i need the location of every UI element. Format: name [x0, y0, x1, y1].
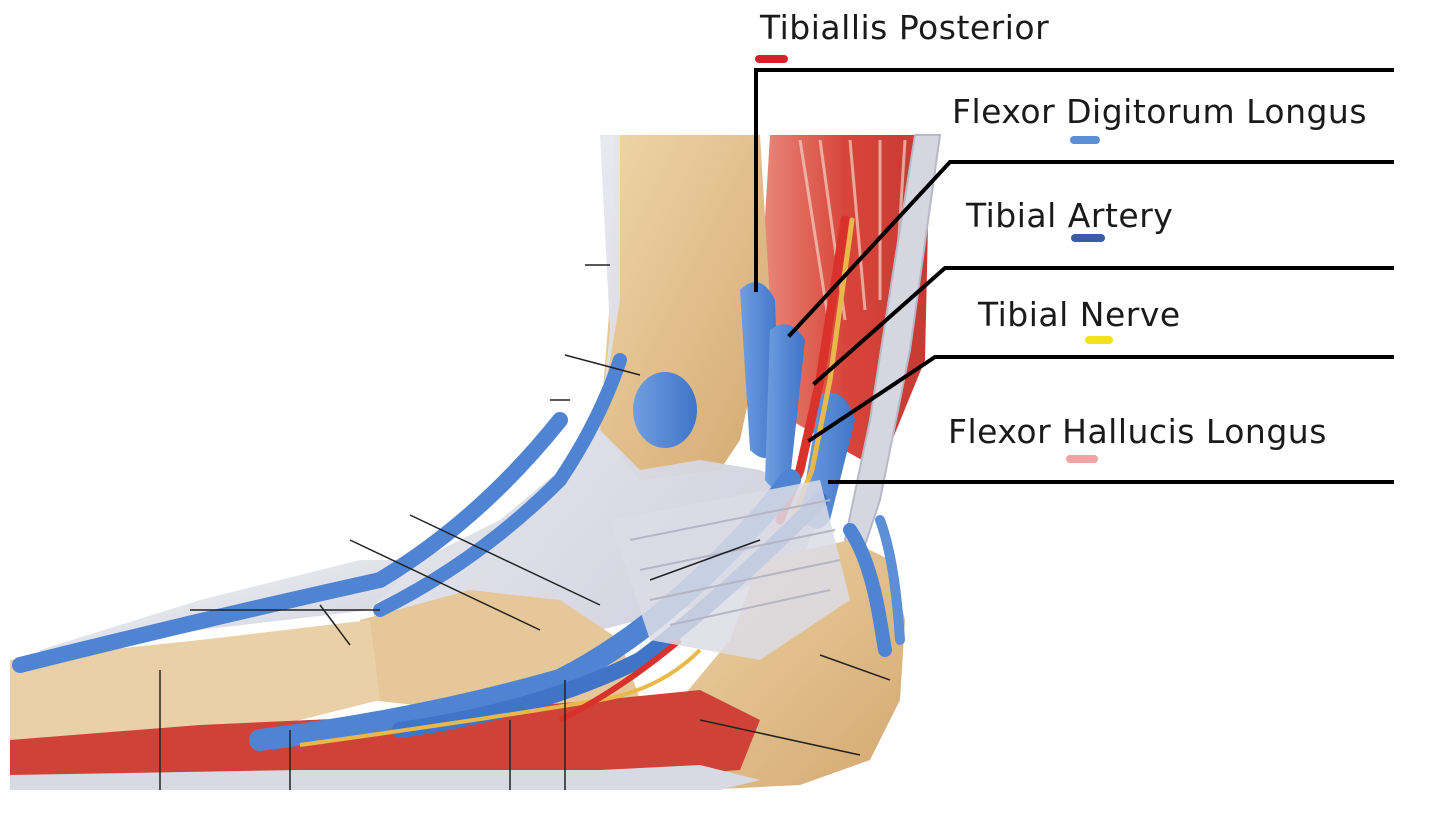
leader-tibial-nerve: [807, 355, 1394, 443]
swatch-flexor-digitorum-longus: [1070, 136, 1100, 144]
label-tibial-nerve: Tibial Nerve: [978, 295, 1181, 334]
flexor-digitorum-sheath: [765, 324, 805, 490]
leader-tibialis-posterior: [754, 68, 1394, 292]
flexor-retinaculum: [610, 480, 850, 660]
label-leader-lines: [754, 68, 1394, 484]
label-flexor-digitorum-longus: Flexor Digitorum Longus: [952, 92, 1368, 131]
posterior-heel-tendon: [843, 523, 892, 657]
leader-flexor-digitorum-longus: [787, 160, 1394, 338]
posterior-heel-tendon-2: [875, 515, 905, 645]
muscle-fiber-lines: [798, 139, 907, 331]
tibialis-anterior-sheath: [633, 372, 697, 448]
label-flexor-hallucis-longus: Flexor Hallucis Longus: [948, 412, 1327, 451]
label-tibialis-posterior: Tibiallis Posterior: [760, 8, 1050, 47]
leader-tibial-artery: [812, 266, 1394, 386]
swatch-flexor-hallucis-longus: [1066, 455, 1098, 463]
medial-tendon-upper: [12, 412, 568, 673]
swatch-tibial-artery: [1071, 234, 1105, 242]
retinaculum-fibers: [629, 499, 841, 626]
swatch-tibial-nerve: [1085, 336, 1113, 344]
label-tibial-artery: Tibial Artery: [966, 196, 1174, 235]
plantar-artery: [558, 637, 682, 723]
swatch-tibialis-posterior: [755, 55, 788, 63]
minor-leader-lines: [159, 264, 891, 790]
plantar-fascia: [10, 765, 760, 790]
forefoot: [10, 620, 380, 740]
